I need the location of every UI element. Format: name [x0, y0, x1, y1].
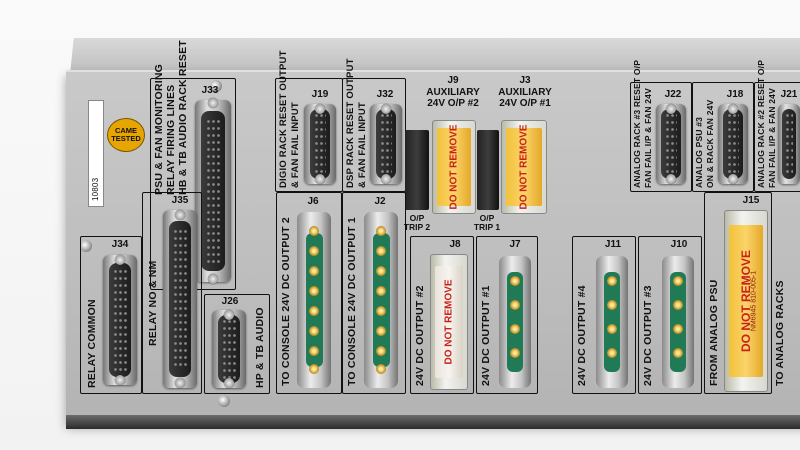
fuse-j15[interactable]: DO NOT REMOVE NM6945 810-005-1	[724, 210, 768, 392]
j10-id: J10	[670, 239, 688, 250]
fuse-j15-code: NM6945 810-005-1	[750, 270, 758, 332]
j34-label: RELAY COMMON	[86, 299, 98, 388]
j18-label-line1: ANALOG PSU #3	[694, 116, 704, 188]
j18-frame	[692, 82, 754, 192]
j2-power-connector[interactable]	[364, 212, 398, 388]
j11-frame	[572, 236, 636, 394]
j19-dsub-connector[interactable]	[304, 104, 336, 184]
j15-label: FROM ANALOG PSU	[708, 279, 720, 386]
j3-label-line1: AUXILIARY	[498, 87, 552, 98]
j26-dsub-connector[interactable]	[212, 310, 246, 388]
tested-badge: CAME TESTED	[107, 118, 145, 152]
j2-frame	[342, 192, 406, 394]
j32-dsub-connector[interactable]	[370, 104, 402, 184]
trip1-label: O/P TRIP 1	[473, 213, 501, 232]
j21-id: J21	[780, 89, 798, 100]
j26-frame	[204, 294, 270, 394]
j21-frame	[754, 82, 800, 192]
j32-label-line2: & FAN FAIL INPUT	[357, 102, 368, 188]
fuse-j3-warning: DO NOT REMOVE	[518, 124, 530, 210]
j10-power-connector[interactable]	[662, 256, 694, 388]
j34-id: J34	[111, 239, 129, 250]
j11-id: J11	[604, 239, 622, 250]
j19-label-line2: & FAN FAIL INPUT	[290, 102, 301, 188]
j35-frame	[142, 192, 202, 394]
j35-dsub-connector[interactable]	[163, 210, 197, 388]
j8-id: J8	[449, 239, 461, 250]
j11-power-connector[interactable]	[596, 256, 628, 388]
panel-bottom-edge	[66, 415, 800, 429]
j32-id: J32	[376, 89, 394, 100]
j9-label-line1: AUXILIARY	[426, 87, 480, 98]
j22-frame	[630, 82, 692, 192]
fuse-j8[interactable]: DO NOT REMOVE	[430, 254, 468, 390]
j2-id: J2	[374, 196, 386, 207]
serial-tag: 10803	[88, 100, 104, 207]
panel-screw-icon	[218, 395, 230, 407]
j26-label: HP & TB AUDIO	[254, 307, 266, 388]
j9-label-line2: 24V O/P #2	[427, 98, 479, 109]
j22-id: J22	[664, 89, 682, 100]
j22-label-line2: FAN FAIL I/P & FAN 24V	[643, 88, 653, 188]
j6-id: J6	[307, 196, 319, 207]
j22-dsub-connector[interactable]	[656, 104, 686, 184]
trip2-label: O/P TRIP 2	[403, 213, 431, 232]
j18-label-line2: ON & RACK FAN 24V	[705, 99, 715, 188]
fuse-j3[interactable]: DO NOT REMOVE	[501, 120, 547, 214]
trip-switch-2[interactable]	[405, 130, 429, 210]
j6-label: TO CONSOLE 24V DC OUTPUT 2	[280, 217, 292, 386]
j18-id: J18	[726, 89, 744, 100]
j33-id: J33	[201, 85, 219, 96]
j33-label-line3: HB & TB AUDIO RACK RESET	[177, 40, 189, 195]
panel-screw-icon	[210, 80, 222, 92]
badge-line2: TESTED	[111, 134, 141, 143]
j19-label-line1: DIGIO RACK RESET OUTPUT	[278, 50, 289, 188]
fuse-j9-warning: DO NOT REMOVE	[448, 124, 460, 210]
j7-frame	[476, 236, 538, 394]
j7-power-connector[interactable]	[499, 256, 531, 388]
j9-id: J9	[447, 75, 459, 86]
serial-number: 10803	[91, 177, 100, 201]
j15-frame	[704, 192, 772, 394]
j32-label-line1: DSP RACK RESET OUTPUT	[345, 58, 356, 188]
badge-line1: CAME	[114, 126, 138, 136]
j6-power-connector[interactable]	[297, 212, 331, 388]
j2-label: TO CONSOLE 24V DC OUTPUT 1	[346, 217, 358, 386]
j15-id: J15	[742, 195, 760, 206]
j8-label: 24V DC OUTPUT #2	[414, 285, 426, 386]
j33-label-line2: RELAY FIRING LINES	[165, 84, 177, 195]
j3-id: J3	[519, 75, 531, 86]
j34-frame	[80, 236, 142, 394]
j10-frame	[638, 236, 702, 394]
j8-frame	[410, 236, 474, 394]
j21-label-line1: ANALOG RACK #2 RESET O/P	[756, 59, 766, 188]
j33-label-line1: PSU & FAN MONITORING	[153, 64, 165, 195]
j3-label-line2: 24V O/P #1	[499, 98, 551, 109]
j34-dsub-connector[interactable]	[103, 255, 137, 385]
j22-label-line1: ANALOG RACK #3 RESET O/P	[632, 59, 642, 188]
j10-label: 24V DC OUTPUT #3	[642, 285, 654, 386]
j7-id: J7	[509, 239, 521, 250]
j11-label: 24V DC OUTPUT #4	[576, 285, 588, 386]
j19-id: J19	[311, 89, 329, 100]
panel-screw-icon	[80, 240, 92, 252]
to-analog-racks-label: TO ANALOG RACKS	[774, 280, 786, 386]
j26-id: J26	[221, 296, 239, 307]
j7-label: 24V DC OUTPUT #1	[480, 285, 492, 386]
j35-label: RELAY NO & NM	[147, 260, 159, 346]
fuse-j8-warning: DO NOT REMOVE	[443, 279, 455, 365]
j21-label-line2: FAN FAIL I/P & FAN 24V	[767, 88, 777, 188]
j33-dsub-connector[interactable]	[195, 98, 231, 284]
trip-switch-1[interactable]	[477, 130, 499, 210]
j6-frame	[276, 192, 342, 394]
j35-id: J35	[171, 195, 189, 206]
fuse-j9[interactable]: DO NOT REMOVE	[432, 120, 476, 214]
j18-dsub-connector[interactable]	[718, 104, 748, 184]
j21-dsub-connector[interactable]	[778, 104, 800, 184]
